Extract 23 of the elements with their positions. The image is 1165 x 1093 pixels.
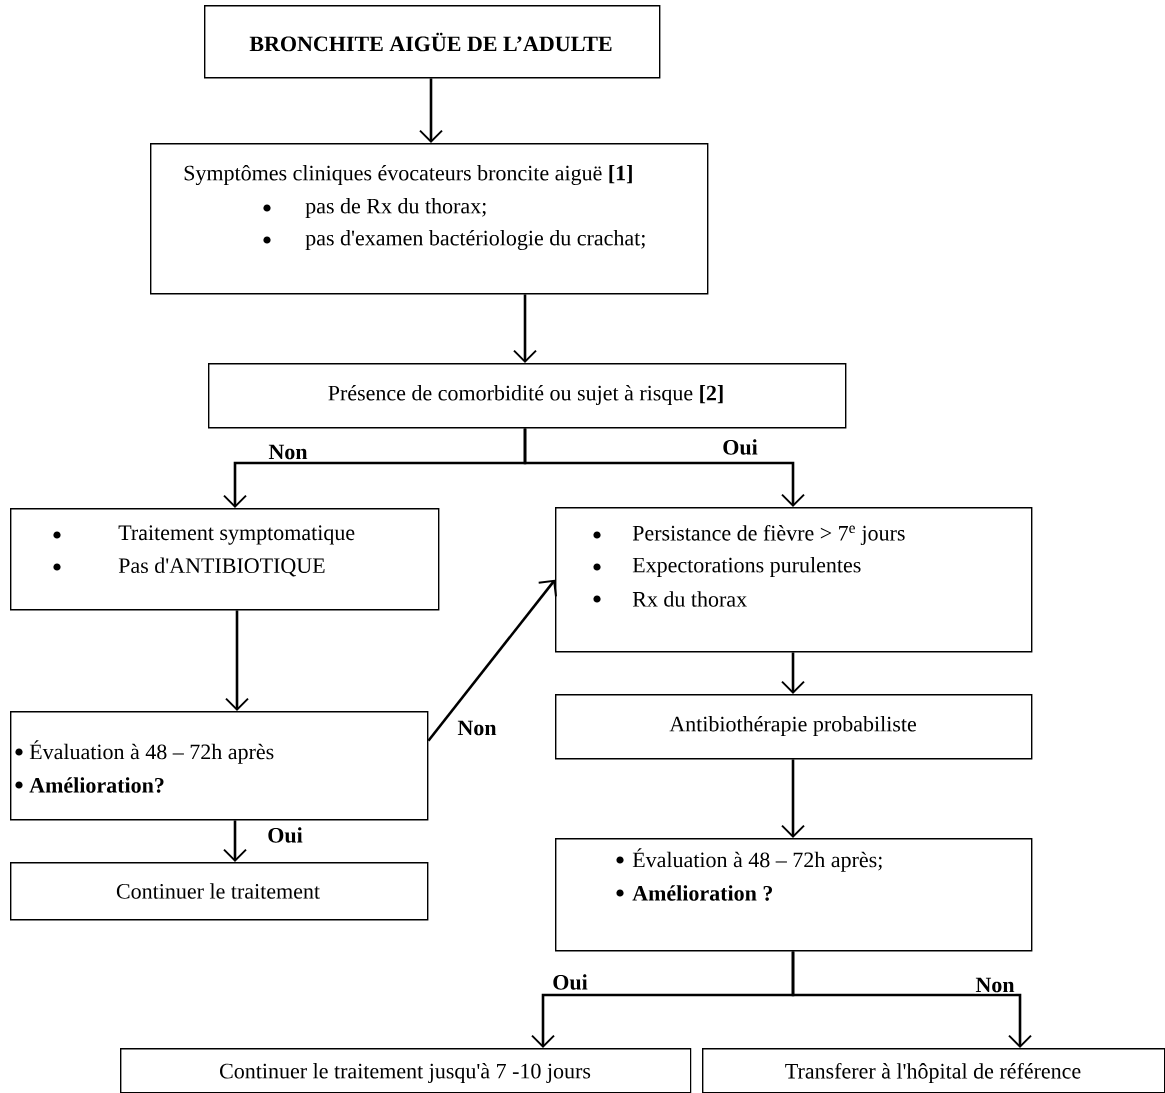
arrow (225, 610, 249, 711)
arrow (419, 78, 443, 143)
edge-label: Oui (266, 826, 304, 844)
process-box: Présence de comorbidité ou sujet à risque [2] (208, 363, 847, 429)
process-box: Antibiothérapie probabiliste (555, 694, 1033, 760)
process-box: Évaluation à 48 – 72h après; Amélioration ? (555, 838, 1033, 952)
process-box: Évaluation à 48 – 72h après Amélioration? (10, 711, 429, 821)
arrow (791, 951, 1032, 1048)
arrow (781, 652, 805, 694)
process-box: Transferer à l'hôpital de référence (702, 1048, 1165, 1093)
edge-label: Oui (551, 973, 589, 991)
process-box: Persistance de fièvre > 7$^{e}$ jours Expectorations purulentes Rx du thorax (555, 507, 1033, 653)
arrow (427, 579, 557, 742)
process-box: Symptômes cliniques évocateurs broncite aiguë [1] pas de Rx du thorax; pas d'examen bactériologie du crachat; (150, 143, 709, 295)
process-box: Continuer le traitement (10, 862, 429, 921)
process-box: Continuer le traitement jusqu'à 7 -10 jours (120, 1048, 692, 1093)
process-box: Traitement symptomatique Pas d'ANTIBIOTIQUE (10, 508, 440, 611)
arrow (781, 759, 805, 838)
arrow (513, 294, 537, 363)
arrow (523, 428, 805, 507)
arrow (223, 820, 247, 862)
edge-label: Oui (721, 438, 759, 456)
process-box: BRONCHITE AIGÜE DE L’ADULTE (204, 5, 661, 79)
